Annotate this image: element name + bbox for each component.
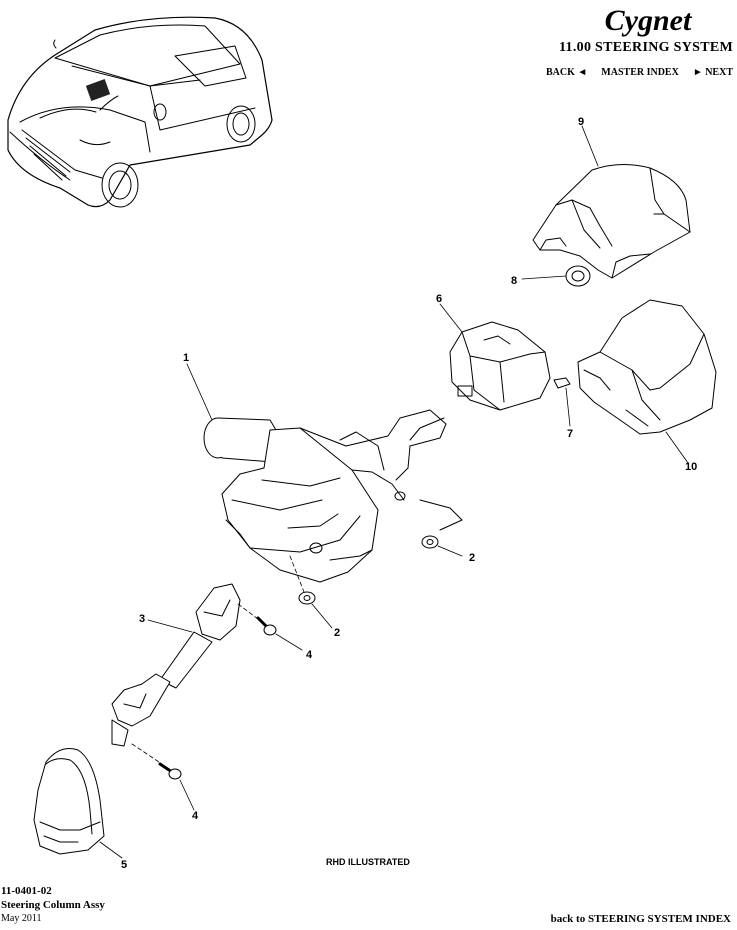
part-1-column-assembly <box>203 409 463 583</box>
callout-5: 5 <box>121 859 127 871</box>
part-code: 11-0401-02 <box>1 885 52 897</box>
next-link[interactable]: ► NEXT <box>692 67 733 78</box>
callout-2-upper: 2 <box>469 552 475 564</box>
callout-10: 10 <box>685 461 697 473</box>
part-7-pin <box>553 377 571 389</box>
callout-9: 9 <box>578 116 584 128</box>
diagram-caption: RHD ILLUSTRATED <box>326 857 410 867</box>
part-2-nut-upper <box>421 535 439 549</box>
back-link[interactable]: BACK ◄ <box>546 67 588 78</box>
callout-2-lower: 2 <box>334 627 340 639</box>
part-9-upper-shroud <box>532 164 691 279</box>
cygnet-logo: Cygnet <box>605 4 693 37</box>
callout-1: 1 <box>183 352 189 364</box>
part-5-column-boot <box>33 748 105 855</box>
callout-4-upper: 4 <box>306 649 313 661</box>
callout-7: 7 <box>567 428 573 440</box>
callout-8: 8 <box>511 275 517 287</box>
part-6-switch-housing <box>449 321 551 411</box>
master-index-link[interactable]: MASTER INDEX <box>601 67 679 78</box>
part-4-bolt-lower <box>158 762 182 780</box>
car-illustration <box>7 16 273 208</box>
part-8-clip <box>565 265 591 287</box>
part-3-intermediate-shaft <box>111 583 241 747</box>
callout-3: 3 <box>139 613 145 625</box>
callout-6: 6 <box>436 293 442 305</box>
svg-text:Cygnet: Cygnet <box>605 4 693 37</box>
part-10-lower-shroud <box>577 299 717 435</box>
page-navigation: BACK ◄ MASTER INDEX ► NEXT <box>546 67 733 78</box>
part-4-bolt-upper <box>256 616 277 636</box>
part-2-nut-lower <box>298 591 316 605</box>
callout-4-lower: 4 <box>192 810 199 822</box>
part-info: 11-0401-02 Steering Column Assy May 2011 <box>1 884 105 926</box>
publication-date: May 2011 <box>1 913 42 924</box>
section-title: 11.00 STEERING SYSTEM <box>559 40 733 55</box>
part-title: Steering Column Assy <box>1 899 105 911</box>
back-to-index-link[interactable]: back to STEERING SYSTEM INDEX <box>550 913 731 925</box>
leader-lines <box>99 125 689 859</box>
